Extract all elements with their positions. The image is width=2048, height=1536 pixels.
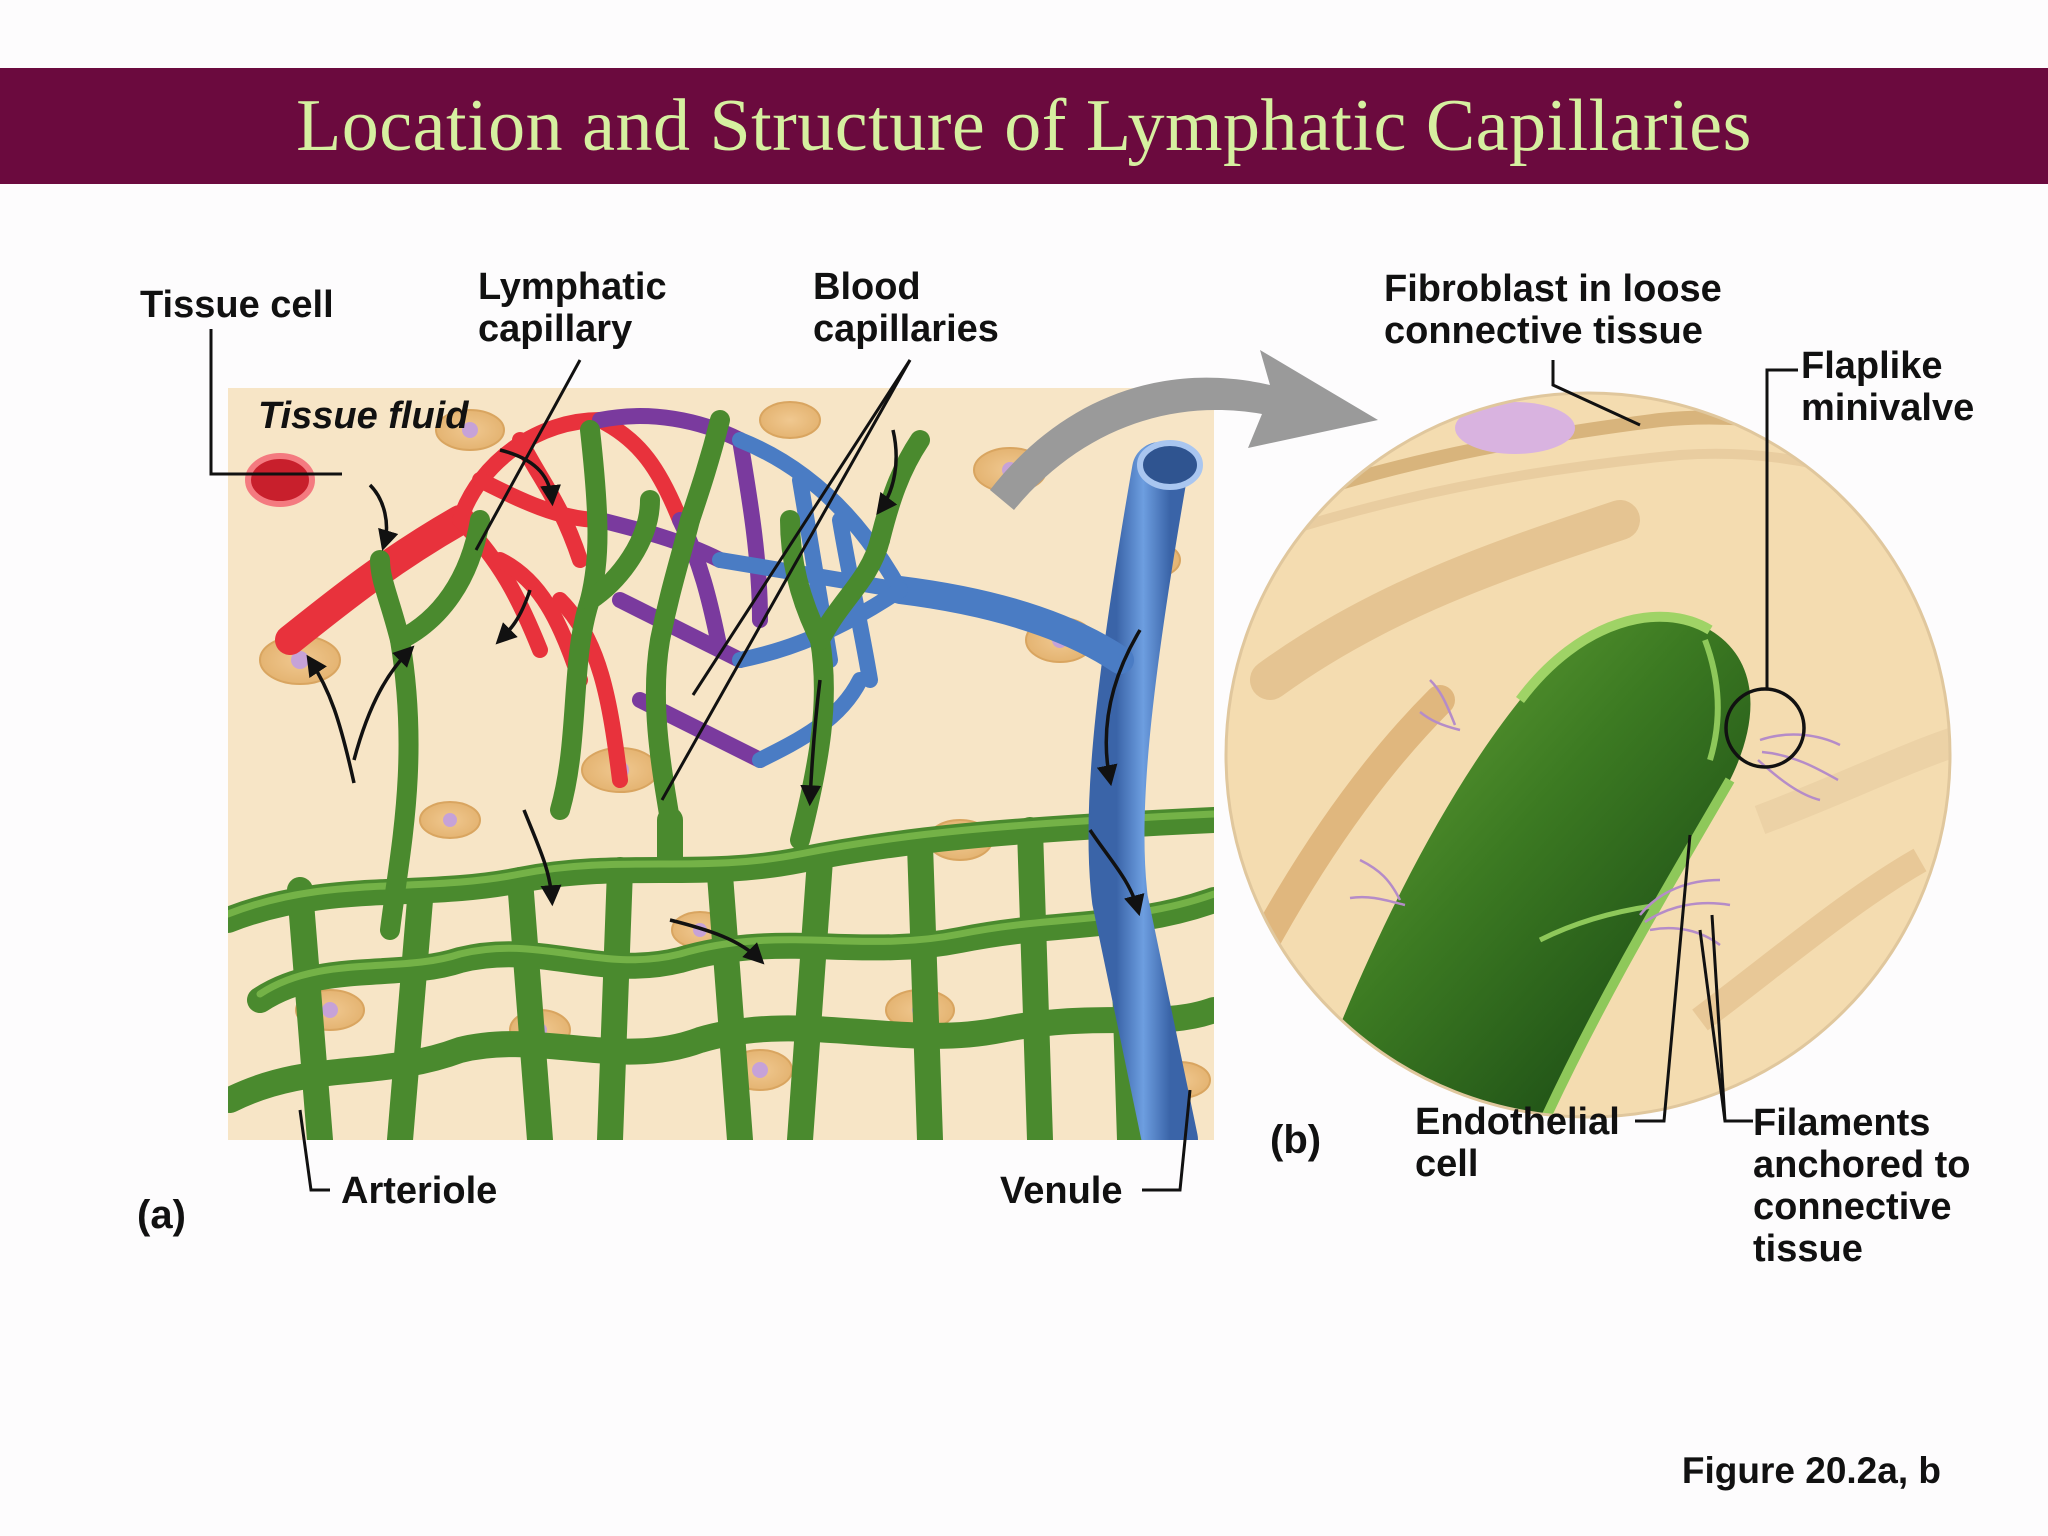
label-flaplike-minivalve: Flaplike minivalve <box>1801 345 1975 429</box>
slide-title: Location and Structure of Lymphatic Capi… <box>296 84 1752 167</box>
label-blood-capillaries: Blood capillaries <box>813 266 999 350</box>
label-lymphatic-capillary: Lymphatic capillary <box>478 266 667 350</box>
label-arteriole: Arteriole <box>341 1170 498 1212</box>
label-tissue-fluid: Tissue fluid <box>258 395 469 437</box>
panel-a-letter: (a) <box>137 1193 186 1237</box>
label-filaments: Filaments anchored to connective tissue <box>1753 1102 1971 1270</box>
figure-reference: Figure 20.2a, b <box>1681 1450 1941 1491</box>
label-venule: Venule <box>1000 1170 1123 1212</box>
panel-a-artwork <box>228 388 1214 1140</box>
label-fibroblast: Fibroblast in loose connective tissue <box>1384 268 1722 352</box>
label-tissue-cell: Tissue cell <box>140 284 334 326</box>
panel-b-letter: (b) <box>1270 1118 1322 1162</box>
title-bar: Location and Structure of Lymphatic Capi… <box>0 68 2048 184</box>
label-endothelial-cell: Endothelial cell <box>1415 1101 1620 1185</box>
